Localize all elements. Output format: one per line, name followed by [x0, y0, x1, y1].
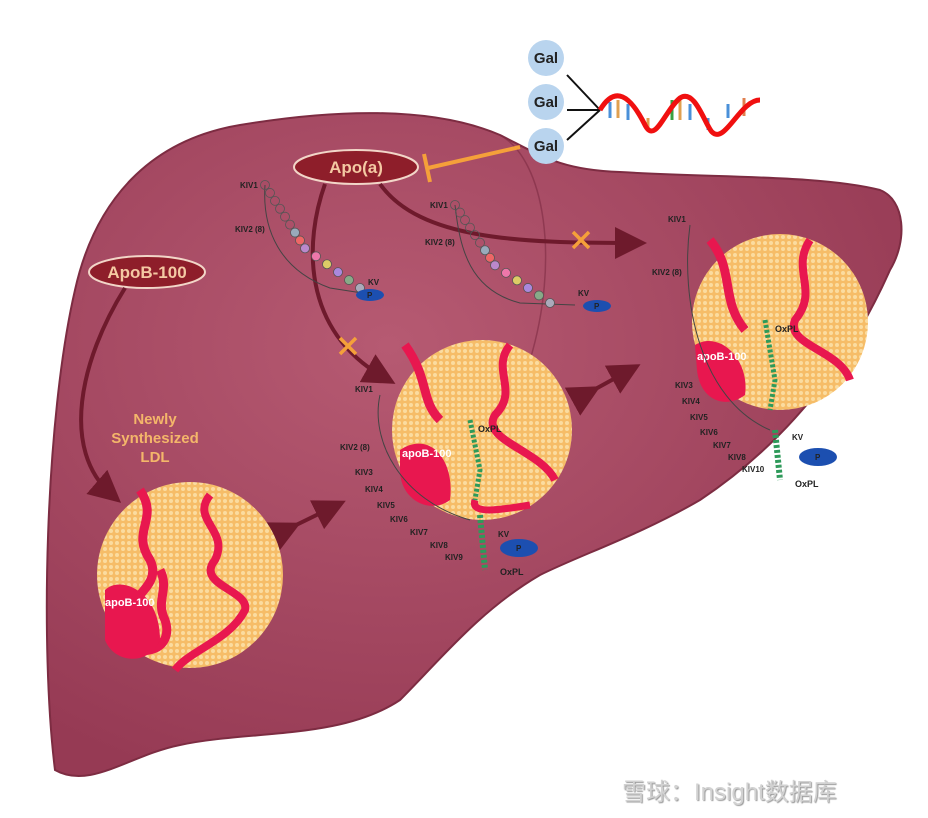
arrow-apob-to-ldl: [79, 286, 127, 503]
kiv-label: KIV2 (8): [652, 268, 682, 277]
kiv-label: KIV7: [713, 441, 731, 450]
apob100-node: ApoB-100: [88, 255, 206, 289]
kringle-domain: [480, 245, 490, 256]
kiv-label: KIV8: [728, 453, 746, 462]
gal-label: Gal: [534, 94, 558, 111]
arrow-apoa-to-particle: [310, 183, 396, 384]
protease-label: P: [516, 544, 522, 553]
kringle-domain: [490, 260, 500, 271]
kringle-domain: [300, 243, 310, 254]
gal-circle: [528, 128, 564, 164]
watermark: 雪球：Insight数据库: [622, 779, 837, 806]
kv-label: KV: [368, 278, 380, 287]
newly-synthesized-label: LDL: [140, 449, 169, 466]
kringle-domain: [270, 195, 280, 206]
bidirectional-arrow: [564, 364, 641, 416]
protease-label: P: [594, 302, 600, 311]
oxpl-label: OxPL: [500, 567, 524, 577]
apo-a-node: Apo(a): [293, 149, 419, 185]
oxpl-label: OxPL: [795, 479, 819, 489]
oxpl-label: OxPL: [478, 424, 502, 434]
newly-synthesized-label: Synthesized: [111, 430, 199, 447]
kv-label: KV: [498, 530, 510, 539]
apo-a-chain: [264, 184, 576, 306]
kiv-label: KIV1: [240, 181, 258, 190]
kringle-domain: [460, 215, 470, 225]
kringle-domain: [512, 275, 522, 286]
kiv-label: KIV10: [742, 465, 765, 474]
kiv-label: KIV2 (8): [235, 225, 265, 234]
kiv-label: KIV7: [410, 528, 428, 537]
kringle-domain: [470, 230, 480, 241]
oxpl-label: OxPL: [775, 324, 799, 334]
apob-particle-label: apoB-100: [402, 448, 452, 460]
apob-particle-label: apoB-100: [697, 351, 747, 363]
kiv-label: KIV3: [675, 381, 693, 390]
protease-label: P: [367, 291, 373, 300]
kringle-domain: [501, 267, 511, 278]
gal-label: Gal: [534, 138, 558, 155]
gal-circle: [528, 84, 564, 120]
inhibition-line: [427, 145, 521, 170]
kringle-domain: [450, 200, 460, 210]
kv-label: KV: [578, 289, 590, 298]
kiv-label: KIV2 (8): [340, 443, 370, 452]
apob100-label: ApoB-100: [107, 263, 186, 282]
lpa-particle-center: apoB-100 OxPL OxPL KV P KIV1 KIV2 (8) KI…: [340, 340, 572, 577]
kiv-label: KIV3: [355, 468, 373, 477]
kringle-domain: [485, 252, 495, 263]
kringle-domain: [295, 235, 305, 246]
kringle-domain: [265, 188, 275, 198]
rna-strand: [597, 93, 761, 137]
kringle-domain: [333, 267, 343, 278]
newly-synthesized-label: Newly: [133, 411, 177, 428]
kiv-label: KIV4: [682, 397, 700, 406]
kringle-domain: [523, 283, 533, 293]
kringle-domain: [455, 207, 465, 218]
kiv-label: KIV4: [365, 485, 383, 494]
kringle-domain: [280, 211, 290, 222]
kringle-domain: [465, 222, 475, 233]
apob-particle-label: apoB-100: [105, 597, 155, 609]
kv-label: KV: [792, 433, 804, 442]
kiv-label: KIV1: [668, 215, 686, 224]
gal-label: Gal: [534, 50, 558, 67]
kiv-label: KIV1: [430, 201, 448, 210]
kringle-domain: [260, 180, 270, 190]
kiv-label: KIV9: [445, 553, 463, 562]
kiv-label: KIV6: [390, 515, 408, 524]
kringle-domain: [285, 219, 295, 230]
lpa-particle-right: apoB-100 OxPL OxPL KV P KIV1 KIV2 (8) KI…: [652, 215, 868, 489]
kringle-domain: [545, 298, 555, 308]
kringle-domain: [475, 237, 485, 248]
kringle-domain: [344, 275, 354, 285]
bidirectional-arrow: [265, 500, 346, 552]
protease-label: P: [815, 453, 821, 462]
gal-circle: [528, 40, 564, 76]
kiv-label: KIV5: [690, 413, 708, 422]
kiv-label: KIV6: [700, 428, 718, 437]
galnac-sirna: Gal Gal Gal: [528, 40, 761, 164]
kiv-label: KIV2 (8): [425, 238, 455, 247]
kiv-label: KIV5: [377, 501, 395, 510]
kiv-label: KIV1: [355, 385, 373, 394]
block-x-icon: [338, 230, 591, 356]
kringle-domain: [290, 227, 300, 238]
kiv-label: KIV8: [430, 541, 448, 550]
kringle-domain: [322, 259, 332, 270]
kringle-domain: [311, 251, 321, 262]
kringle-domain: [534, 290, 544, 301]
apo-a-label: Apo(a): [329, 158, 383, 177]
kringle-domain: [275, 203, 285, 214]
ldl-particle-left: apoB-100: [97, 482, 283, 673]
